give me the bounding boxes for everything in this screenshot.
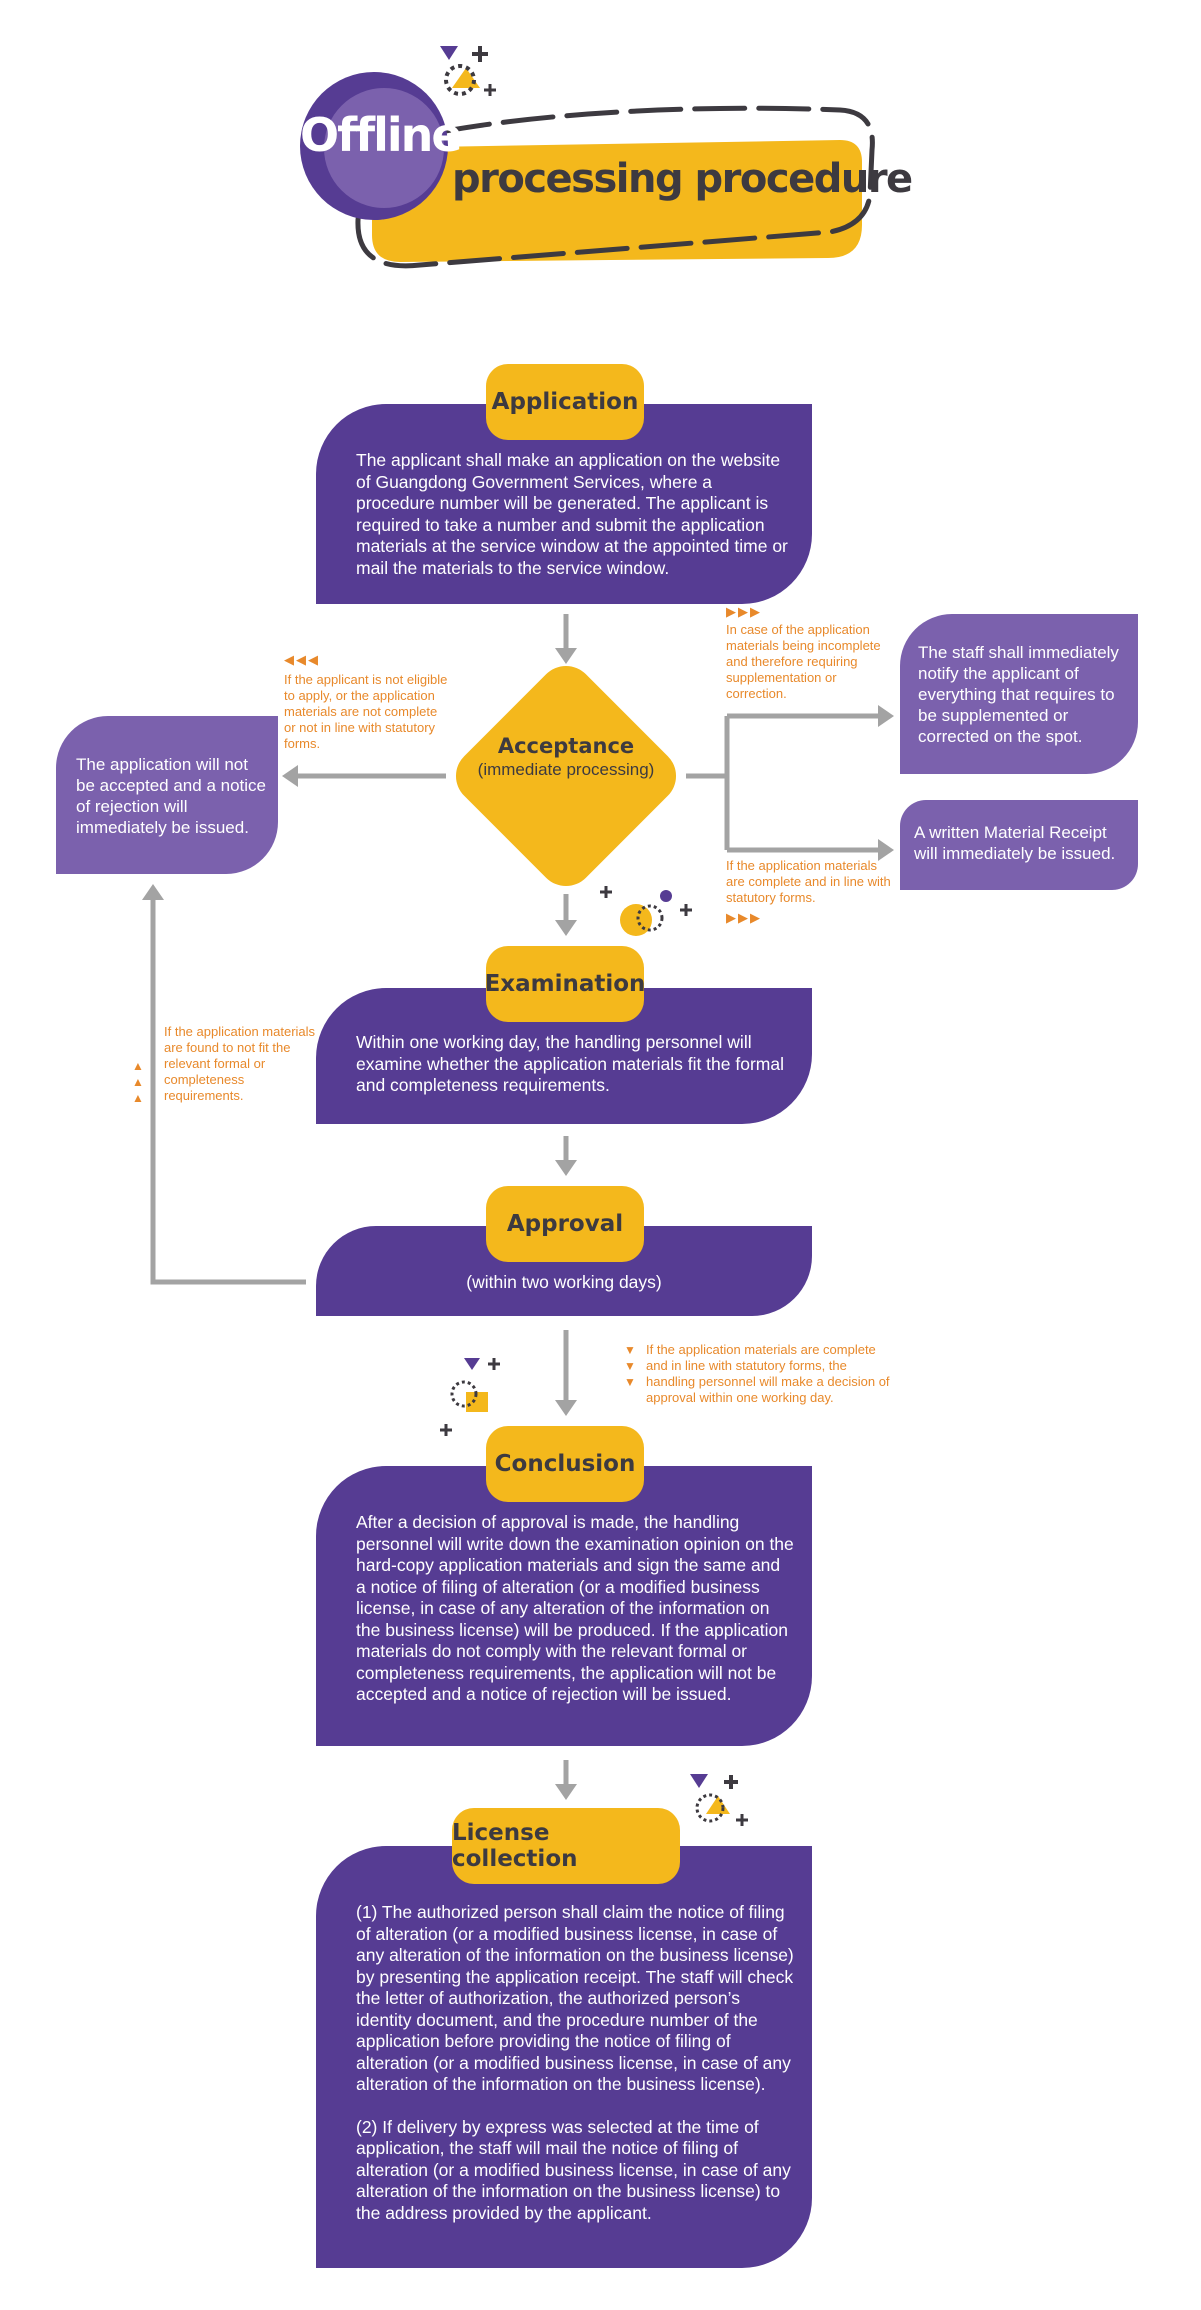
acceptance-sublabel: (immediate processing)	[477, 760, 655, 779]
decor-cluster-license	[690, 1774, 748, 1826]
yellow-triangle-icon	[452, 68, 480, 88]
decor-cluster-approval	[440, 1358, 500, 1436]
dotted-circle-icon	[636, 904, 664, 932]
title-banner-shape	[372, 140, 862, 262]
up-arrows-icon: ▲ ▲ ▲	[132, 1058, 146, 1106]
arrowhead-down	[555, 1784, 577, 1800]
arrowhead-up	[142, 884, 164, 900]
yellow-circle-icon	[620, 904, 652, 936]
conclusion-box: After a decision of approval is made, th…	[316, 1466, 812, 1746]
note-complete: If the application materials are complet…	[726, 858, 891, 905]
plus-icon	[484, 84, 496, 96]
yellow-triangle-icon	[706, 1796, 730, 1814]
approval-label: Approval	[486, 1186, 644, 1262]
license-box: (1) The authorized person shall claim th…	[316, 1846, 812, 2268]
down-arrow-glyph: ▼	[624, 1343, 636, 1357]
acceptance-label: Acceptance	[497, 734, 635, 758]
up-arrow-glyph: ▲	[132, 1091, 144, 1105]
rejection-box: The application will not be accepted and…	[56, 716, 278, 874]
arrowhead-right	[878, 705, 894, 727]
arrowhead-down	[555, 1400, 577, 1416]
supplement-box: The staff shall immediately notify the a…	[900, 614, 1138, 774]
acceptance-diamond-shape	[455, 665, 677, 887]
dotted-circle-icon	[450, 1380, 478, 1408]
left-arrows-icon: ◀◀◀	[284, 652, 320, 667]
note-incomplete: In case of the application materials bei…	[726, 622, 881, 701]
down-arrow-glyph: ▼	[624, 1375, 636, 1389]
dotted-circle-icon	[695, 1793, 725, 1823]
arrowhead-left	[282, 765, 298, 787]
decor-cluster-acceptance	[600, 886, 692, 936]
receipt-text: A written Material Receipt will immediat…	[914, 823, 1116, 863]
triangle-icon	[464, 1358, 480, 1370]
dashed-frame	[355, 105, 875, 269]
application-text: The applicant shall make an application …	[356, 450, 788, 578]
conclusion-label: Conclusion	[486, 1426, 644, 1502]
yellow-square-icon	[466, 1392, 488, 1412]
plus-icon	[472, 46, 488, 62]
application-label: Application	[486, 364, 644, 440]
right-arrows-icon: ▶▶▶	[726, 604, 762, 619]
license-label: License collection	[452, 1808, 680, 1884]
flow-arrows	[142, 614, 894, 1800]
note-approval-decision: If the application materials are complet…	[646, 1342, 890, 1405]
license-text-2: (2) If delivery by express was selected …	[356, 2116, 791, 2223]
down-arrows-icon: ▼ ▼ ▼	[624, 1342, 638, 1390]
approval-text: (within two working days)	[466, 1272, 662, 1292]
dotted-circle-icon	[444, 64, 476, 96]
badge-inner-circle	[324, 88, 444, 208]
title-decoration	[300, 46, 875, 269]
examination-text: Within one working day, the handling per…	[356, 1032, 784, 1095]
license-text-1: (1) The authorized person shall claim th…	[356, 1902, 794, 2094]
triangle-icon	[690, 1774, 708, 1788]
title-badge-text: Offline	[300, 108, 463, 162]
triangle-icon	[440, 46, 458, 60]
up-arrow-glyph: ▲	[132, 1059, 144, 1073]
arrowhead-down	[555, 920, 577, 936]
conclusion-text: After a decision of approval is made, th…	[356, 1512, 794, 1704]
arrow-approval-to-rejection	[150, 898, 306, 1285]
title-banner-text: processing procedure	[452, 156, 913, 202]
note-not-fit: If the application materials are found t…	[164, 1024, 316, 1103]
arrowhead-right	[878, 839, 894, 861]
dot-icon	[660, 890, 672, 902]
rejection-text: The application will not be accepted and…	[76, 755, 266, 837]
examination-label: Examination	[485, 946, 645, 1022]
down-arrow-glyph: ▼	[624, 1359, 636, 1373]
receipt-box: A written Material Receipt will immediat…	[900, 800, 1138, 890]
up-arrow-glyph: ▲	[132, 1075, 144, 1089]
arrowhead-down	[555, 1160, 577, 1176]
arrowhead-down	[555, 648, 577, 664]
approval-box: (within two working days)	[316, 1226, 812, 1316]
supplement-text: The staff shall immediately notify the a…	[918, 643, 1119, 746]
note-not-eligible: If the applicant is not eligible to appl…	[284, 672, 448, 751]
right-arrows-icon: ▶▶▶	[726, 910, 762, 925]
